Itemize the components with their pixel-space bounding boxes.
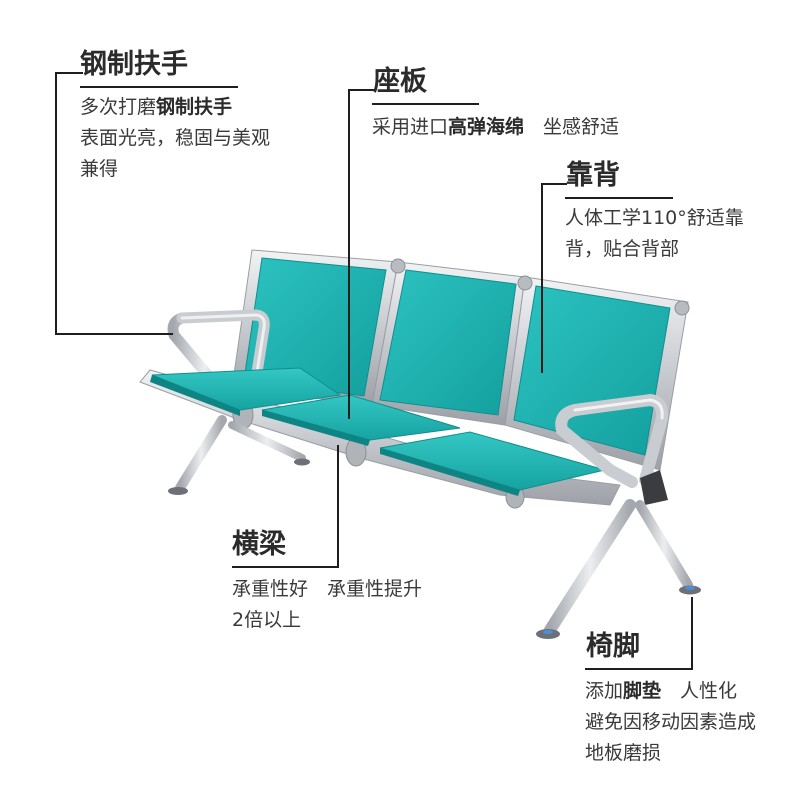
right-armrest: [555, 393, 669, 505]
legs-desc-line-2: 避免因移动因素造成: [585, 711, 757, 733]
legs-description: 添加脚垫 人性化 避免因移动因素造成 地板磨损: [585, 676, 756, 769]
backrest-cushions: [243, 257, 671, 456]
beam-title: 横梁: [232, 529, 286, 560]
backrest-title: 靠背: [566, 160, 620, 191]
seat-leader-horizontal: [348, 89, 374, 91]
armrest-description: 多次打磨钢制扶手 表面光亮，稳固与美观 兼得: [80, 92, 270, 185]
seat-title: 座板: [373, 66, 427, 97]
seat-title-underline: [372, 103, 479, 105]
armrest-desc-line-1: 多次打磨钢制扶手: [80, 96, 233, 118]
armrest-leader-horizontal-bottom: [55, 333, 173, 335]
legs-desc-line-3: 地板磨损: [585, 742, 662, 764]
backrest-desc-line-1: 人体工学110°舒适靠: [565, 207, 744, 229]
armrest-desc-line-2: 表面光亮，稳固与美观: [80, 127, 271, 149]
backrest-desc-line-2: 背，贴合背部: [565, 238, 680, 260]
beam-leader-vertical: [337, 445, 339, 568]
armrest-title: 钢制扶手: [80, 49, 188, 80]
beam-leader-horizontal: [232, 566, 339, 568]
seat-description: 采用进口高弹海绵 坐感舒适: [372, 116, 620, 138]
armrest-title-underline: [80, 86, 238, 88]
armrest-leader-vertical: [55, 72, 57, 335]
backrest-description: 人体工学110°舒适靠 背，贴合背部: [565, 203, 744, 265]
seat-cushions: [150, 367, 607, 496]
backrest-leader-horizontal: [541, 183, 567, 185]
seat-leader-vertical: [348, 89, 350, 419]
backrest-leader-vertical: [541, 183, 543, 373]
beam-desc-line-1: 承重性好 承重性提升: [232, 578, 423, 600]
chair-legs: [168, 415, 701, 639]
armrest-leader-horizontal-top: [55, 72, 83, 74]
beam-desc-line-2: 2倍以上: [232, 609, 302, 631]
legs-leader-horizontal: [585, 668, 693, 670]
left-armrest: [167, 309, 270, 391]
legs-title: 椅脚: [586, 631, 640, 662]
beam-description: 承重性好 承重性提升 2倍以上: [232, 574, 422, 636]
backrest-title-underline: [565, 197, 673, 199]
armrest-desc-line-3: 兼得: [80, 158, 119, 180]
legs-leader-vertical: [691, 597, 693, 670]
legs-desc-line-1: 添加脚垫 人性化: [585, 680, 738, 702]
